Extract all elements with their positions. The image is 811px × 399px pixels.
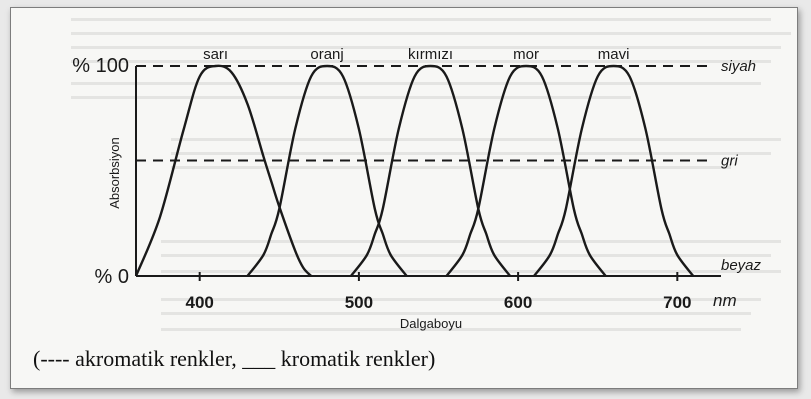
y-tick-label-0: % 0 bbox=[95, 266, 129, 288]
figure-caption: (---- akromatik renkler, ___ kromatik re… bbox=[33, 346, 436, 371]
chromatic-curve-oranj bbox=[246, 64, 408, 277]
absorption-chart: % 100 % 0 Absorbsiyon Dalgaboyu nm 400 50… bbox=[72, 46, 762, 331]
chromatic-curve-mor bbox=[445, 64, 607, 277]
x-tick-label: 400 bbox=[185, 293, 213, 312]
series-label: kırmızı bbox=[408, 46, 453, 63]
series-label: sarı bbox=[203, 46, 228, 63]
achromatic-label: gri bbox=[721, 153, 738, 170]
x-tick-label: 600 bbox=[504, 293, 532, 312]
chromatic-curve-mavi bbox=[533, 64, 695, 277]
x-axis-title: Dalgaboyu bbox=[400, 316, 462, 331]
series-label: mavi bbox=[598, 46, 630, 63]
series-label: mor bbox=[513, 46, 539, 63]
achromatic-label: siyah bbox=[721, 58, 756, 75]
scanned-text-background bbox=[71, 18, 791, 331]
x-tick-label: 500 bbox=[345, 293, 373, 312]
chromatic-curve-sarı bbox=[134, 64, 312, 277]
achromatic-label: beyaz bbox=[721, 257, 762, 274]
chromatic-curve-kırmızı bbox=[349, 64, 512, 277]
y-tick-label-100: % 100 bbox=[72, 55, 129, 77]
x-tick-label: 700 bbox=[663, 293, 691, 312]
x-axis-unit: nm bbox=[713, 291, 737, 310]
series-label: oranj bbox=[310, 46, 343, 63]
y-axis-label: Absorbsiyon bbox=[107, 137, 122, 209]
figure-frame: % 100 % 0 Absorbsiyon Dalgaboyu nm 400 50… bbox=[10, 7, 798, 389]
